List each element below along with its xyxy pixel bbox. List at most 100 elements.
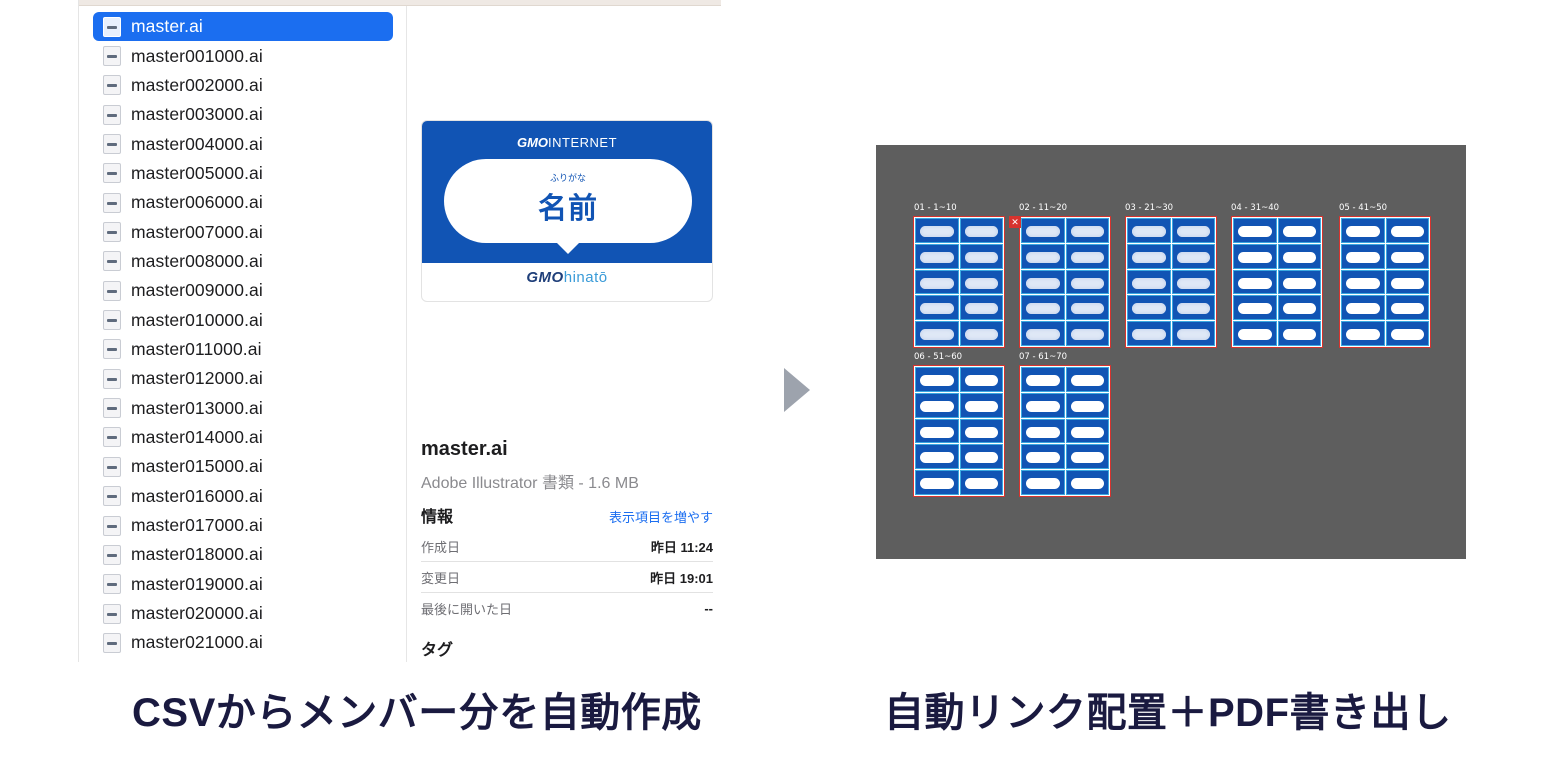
file-name: master013000.ai [131,397,263,418]
file-list: master.ai master001000.ai master002000.a… [93,12,393,658]
artboard-label: 06 - 51~60 [914,352,963,362]
file-name: master004000.ai [131,133,263,154]
illustrator-file-icon [103,515,121,536]
illustrator-file-icon [103,427,121,448]
file-name: master.ai [131,16,203,37]
file-item[interactable]: master011000.ai [93,335,393,364]
illustrator-file-icon [103,398,121,419]
illustrator-file-icon [103,368,121,389]
show-more-link[interactable]: 表示項目を増やす [608,510,713,525]
file-name: master010000.ai [131,309,263,330]
illustrator-file-icon [103,134,121,155]
artboard-label: 07 - 61~70 [1019,352,1068,362]
file-item[interactable]: master008000.ai [93,247,393,276]
file-name: master015000.ai [131,456,263,477]
file-item[interactable]: master018000.ai [93,540,393,569]
artboard-label: 02 - 11~20 [1019,203,1068,213]
illustrator-file-icon [103,16,121,37]
artboard[interactable] [1339,216,1431,348]
file-name: master002000.ai [131,74,263,95]
file-name: master009000.ai [131,280,263,301]
file-item[interactable]: master012000.ai [93,364,393,393]
file-item[interactable]: master009000.ai [93,276,393,305]
file-name: master021000.ai [131,632,263,653]
pin-icon: ✕ [1009,216,1021,228]
file-item[interactable]: master003000.ai [93,100,393,129]
file-name: master020000.ai [131,603,263,624]
info-rows: 作成日 昨日 11:24 変更日 昨日 19:01 最後に開いた日 -- [421,531,713,624]
illustrator-file-icon [103,75,121,96]
file-item[interactable]: master017000.ai [93,511,393,540]
file-preview-thumbnail[interactable]: GMOINTERNET ふりがな 名前 GMOhinatō [421,120,713,302]
finder-toolbar-edge [79,0,721,6]
artboard[interactable] [1125,216,1217,348]
artboard[interactable] [1019,365,1111,497]
file-name: master011000.ai [131,338,262,359]
illustrator-file-icon [103,632,121,653]
name-card-background: GMOINTERNET ふりがな 名前 [422,121,712,263]
file-item[interactable]: master020000.ai [93,599,393,628]
illustrator-file-icon [103,456,121,477]
file-info-pane: master.ai Adobe Illustrator 書類 - 1.6 MB … [421,438,713,624]
file-name: master012000.ai [131,368,263,389]
artboard-label: 03 - 21~30 [1125,203,1174,213]
file-name: master001000.ai [131,45,263,66]
file-item[interactable]: master006000.ai [93,188,393,217]
file-name: master005000.ai [131,162,263,183]
file-item[interactable]: master002000.ai [93,71,393,100]
info-row-last-opened: 最後に開いた日 -- [421,593,713,624]
caption-csv-generation: CSVからメンバー分を自動作成 [132,691,702,735]
file-item[interactable]: master001000.ai [93,41,393,70]
artboard[interactable] [1019,216,1111,348]
illustrator-file-icon [103,251,121,272]
artboard[interactable] [913,365,1005,497]
file-item[interactable]: master015000.ai [93,452,393,481]
file-name: master019000.ai [131,573,263,594]
file-item[interactable]: master004000.ai [93,129,393,158]
illustrator-file-icon [103,222,121,243]
file-item[interactable]: master014000.ai [93,423,393,452]
artboard[interactable] [913,216,1005,348]
file-name: master003000.ai [131,104,263,125]
info-section-header: 情報 表示項目を増やす [421,503,713,527]
illustrator-file-icon [103,574,121,595]
artboard-label: 01 - 1~10 [914,203,957,213]
tags-section-title: タグ [421,642,454,659]
file-item[interactable]: master010000.ai [93,305,393,334]
illustrator-file-icon [103,603,121,624]
illustrator-file-icon [103,163,121,184]
illustrator-file-icon [103,192,121,213]
furigana-text: ふりがな [549,173,586,183]
artboard-canvas[interactable]: 01 - 1~10 02 - 11~20 03 - 21~30 04 - 31~… [876,145,1466,559]
file-item[interactable]: master021000.ai [93,628,393,657]
file-item[interactable]: master019000.ai [93,570,393,599]
file-column[interactable]: master.ai master001000.ai master002000.a… [79,6,407,662]
artboard[interactable] [1231,216,1323,348]
artboard-label: 04 - 31~40 [1231,203,1280,213]
file-item[interactable]: master007000.ai [93,217,393,246]
finder-window: master.ai master001000.ai master002000.a… [78,0,721,662]
illustrator-file-icon [103,310,121,331]
play-arrow-icon [784,368,810,412]
info-label: 作成日 [421,539,461,555]
file-item[interactable]: master005000.ai [93,159,393,188]
card-name-text: 名前 [537,193,598,225]
illustrator-file-icon [103,339,121,360]
file-item[interactable]: master016000.ai [93,482,393,511]
caption-link-pdf-export: 自動リンク配置＋PDF書き出し [884,691,1452,735]
file-name: master007000.ai [131,221,263,242]
file-name: master006000.ai [131,192,263,213]
info-label: 変更日 [421,570,461,586]
gmo-internet-logo: GMOINTERNET [516,135,618,150]
illustrator-file-icon [103,544,121,565]
info-value: 昨日 11:24 [650,539,713,555]
info-file-kind: Adobe Illustrator 書類 - 1.6 MB [421,475,639,492]
info-file-name: master.ai [421,438,508,460]
file-item-master[interactable]: master.ai [93,12,393,42]
illustrator-file-icon [103,46,121,67]
info-value: 昨日 19:01 [650,570,713,586]
file-name: master014000.ai [131,426,263,447]
gmo-hinato-logo: GMOhinatō [526,269,608,286]
file-item[interactable]: master013000.ai [93,393,393,422]
artboard-label: 05 - 41~50 [1339,203,1388,213]
